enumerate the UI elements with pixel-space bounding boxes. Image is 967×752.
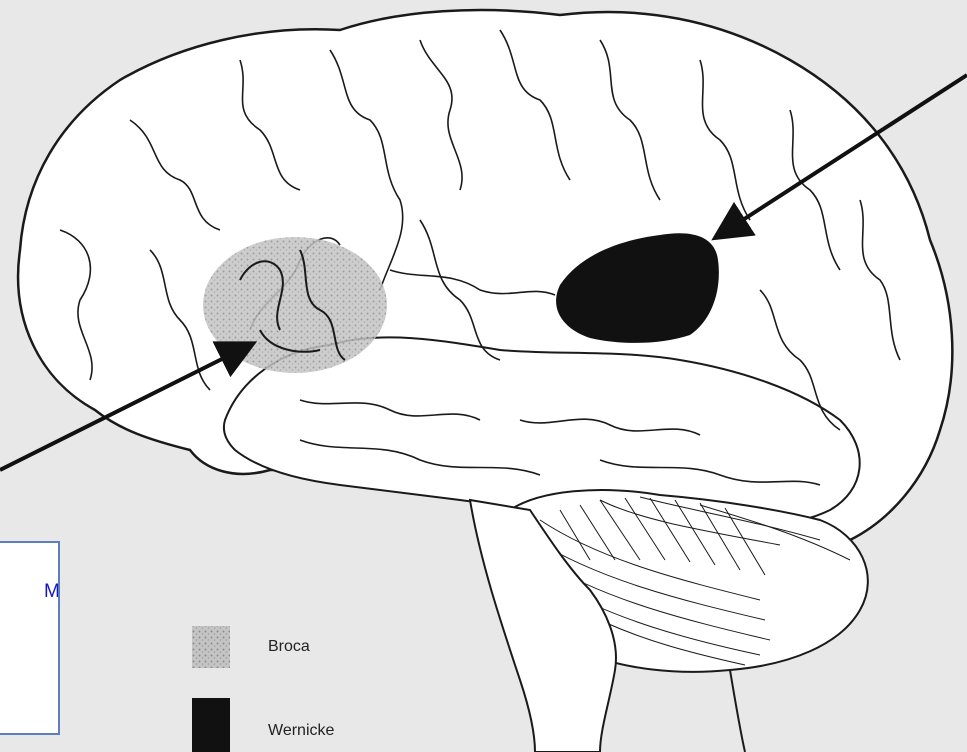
legend-swatch-broca — [192, 626, 230, 668]
legend-swatch-wernicke — [192, 698, 230, 752]
lower-stem — [730, 670, 745, 752]
legend-label-broca: Broca — [268, 638, 310, 656]
label-box: M — [0, 541, 60, 735]
legend-label-wernicke: Wernicke — [268, 722, 334, 740]
label-box-text: M — [44, 581, 60, 603]
